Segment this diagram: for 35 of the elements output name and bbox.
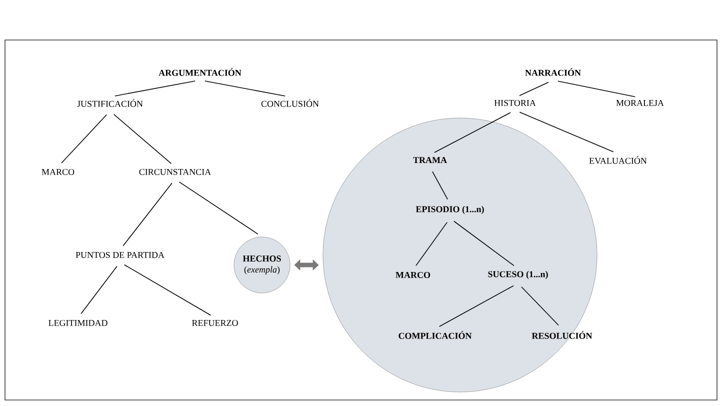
branch-line	[178, 182, 258, 234]
branch-line	[519, 82, 549, 96]
branch-line	[113, 114, 172, 164]
branch-line	[416, 222, 448, 266]
tree-label: MARCO	[396, 272, 430, 278]
branch-line	[438, 285, 514, 327]
branch-line	[434, 112, 511, 153]
heading-label: ARGUMENTACIÓN	[158, 68, 242, 76]
branch-line	[521, 286, 559, 326]
tree-label: RESOLUCIÓN	[532, 331, 592, 339]
tree-label: LEGITIMIDAD	[48, 320, 108, 326]
heading-label: NARRACIÓN	[525, 68, 581, 76]
tree-label: REFUERZO	[192, 320, 238, 326]
tree-label: EVALUACIÓN	[589, 156, 647, 164]
tree-label: MARCO	[42, 168, 74, 176]
tree-label: SUCESO (1...n)	[488, 270, 548, 280]
branch-line	[454, 220, 514, 266]
branch-line	[124, 264, 212, 316]
tree-label: COMPLICACIÓN	[398, 331, 472, 339]
tree-label: PUNTOS DE PARTIDA	[76, 252, 164, 258]
branch-line	[204, 80, 286, 96]
branch-line	[519, 112, 614, 152]
branch-line	[122, 182, 172, 246]
tree-label: HISTORIA	[494, 100, 536, 106]
tree-label: TRAMA	[413, 157, 447, 163]
branch-line	[558, 80, 636, 98]
tree-label: CONCLUSIÓN	[261, 99, 319, 107]
tree-label: EPISODIO (1...n)	[416, 206, 484, 214]
branch-line	[432, 171, 448, 200]
branch-line	[114, 80, 196, 96]
branch-line	[80, 266, 118, 314]
branch-line	[61, 114, 107, 164]
tree-label: CIRCUNSTANCIA	[139, 168, 212, 176]
tree-label: JUSTIFICACIÓN	[77, 99, 143, 107]
tree-label: MORALEJA	[616, 100, 664, 106]
